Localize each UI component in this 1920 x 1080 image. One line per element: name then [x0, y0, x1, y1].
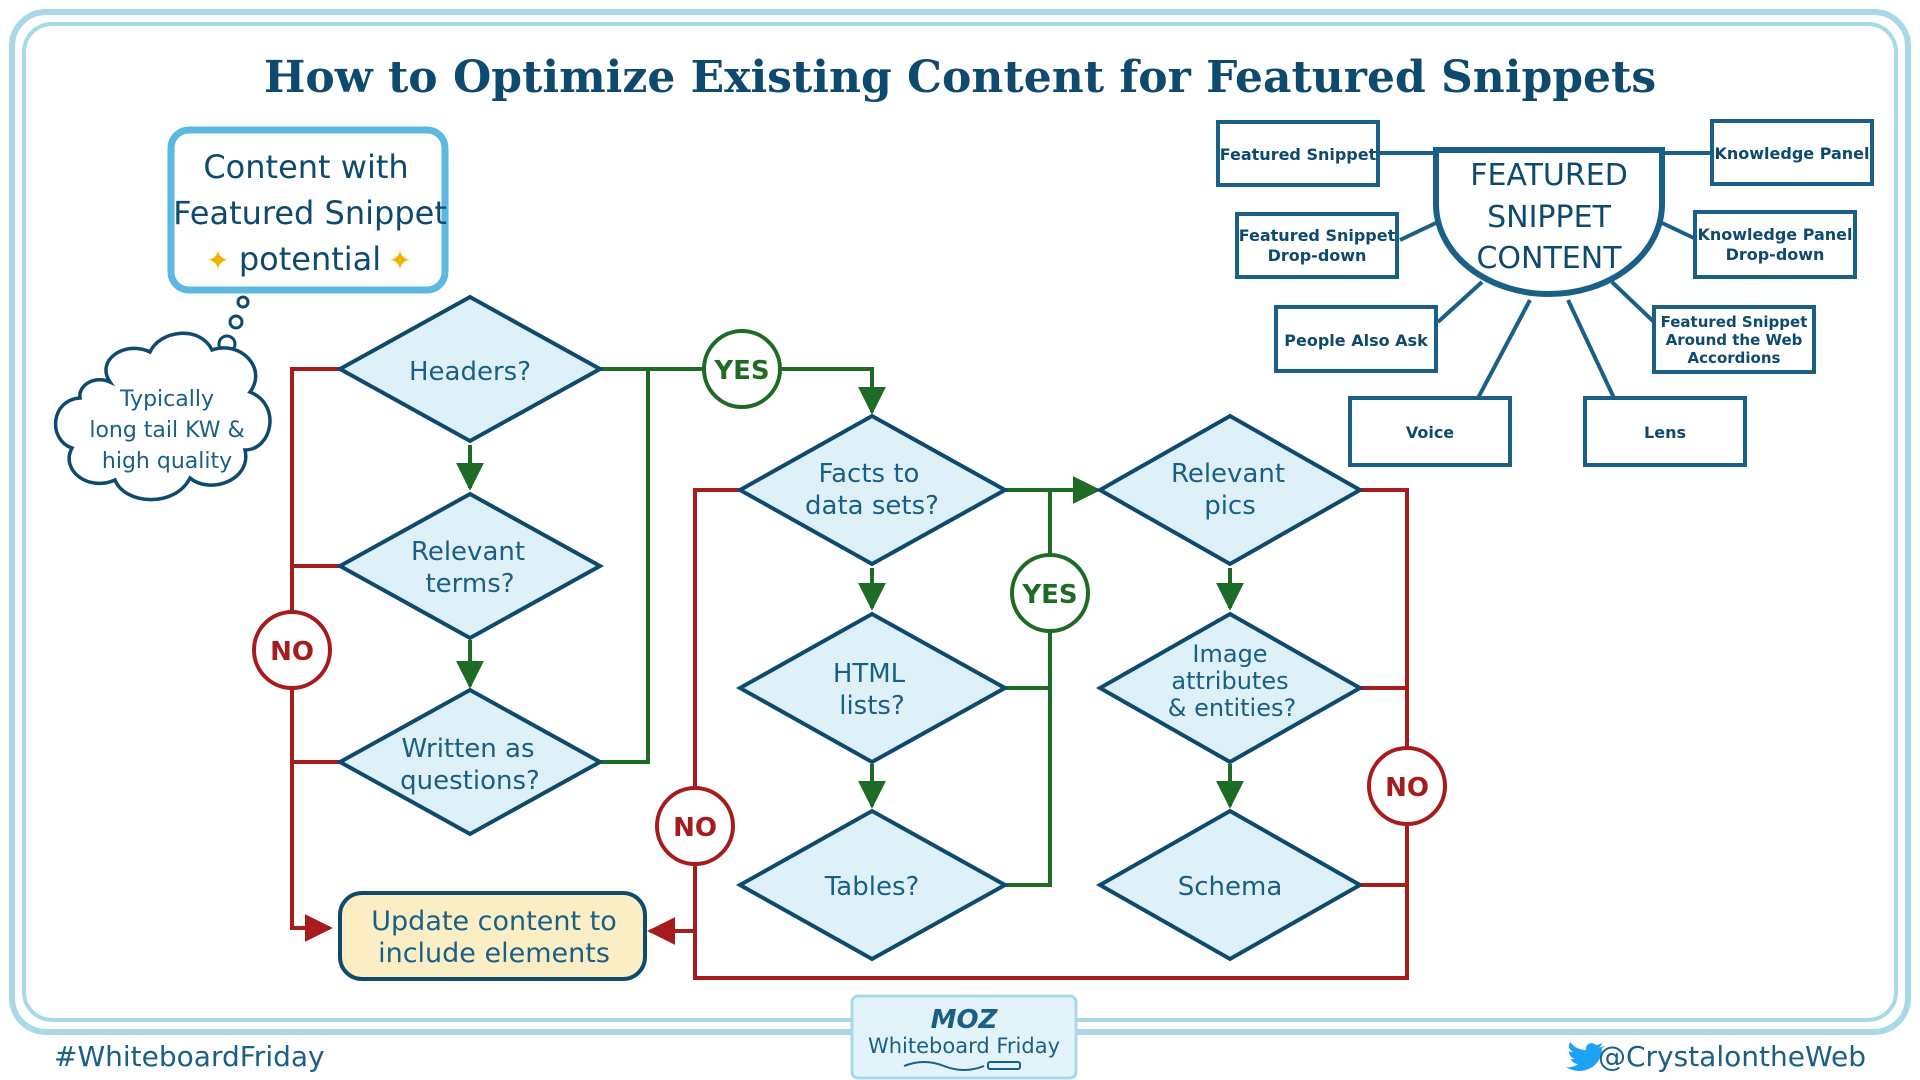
- sparkles-icon: ✦: [388, 245, 411, 276]
- svg-text:attributes: attributes: [1171, 667, 1288, 695]
- svg-text:Schema: Schema: [1178, 872, 1283, 902]
- hub-node-voice: Voice: [1348, 396, 1512, 467]
- diamond-facts-data-sets: Facts to data sets?: [735, 413, 1010, 567]
- hub-node-people-also-ask: People Also Ask: [1274, 305, 1438, 373]
- svg-text:Headers?: Headers?: [409, 357, 531, 387]
- svg-text:FEATURED: FEATURED: [1470, 158, 1628, 193]
- diamond-written-questions: Written as questions?: [335, 687, 605, 837]
- start-box: Content with Featured Snippet ✦ potentia…: [167, 126, 449, 294]
- svg-text:NO: NO: [1385, 773, 1429, 803]
- hub-node-featured-snippet: Featured Snippet: [1216, 120, 1380, 187]
- hub-node-kp-dropdown: Knowledge Panel Drop-down: [1693, 210, 1857, 279]
- hub-node-knowledge-panel: Knowledge Panel: [1710, 119, 1874, 186]
- thought-cloud: Typically long tail KW & high quality: [54, 295, 272, 502]
- svg-text:include elements: include elements: [378, 938, 610, 969]
- diamond-relevant-pics: Relevant pics: [1095, 413, 1365, 567]
- svg-text:Knowledge Panel: Knowledge Panel: [1714, 144, 1869, 163]
- svg-text:Facts to: Facts to: [819, 459, 920, 489]
- svg-text:Knowledge Panel: Knowledge Panel: [1697, 225, 1852, 244]
- sparkles-icon: ✦: [206, 245, 229, 276]
- twitter-bird-icon: [1566, 1042, 1605, 1071]
- svg-text:Featured Snippet: Featured Snippet: [173, 194, 447, 232]
- svg-text:questions?: questions?: [400, 766, 540, 796]
- svg-text:YES: YES: [713, 356, 769, 386]
- yes-badge-top: YES: [702, 329, 782, 409]
- svg-text:pics: pics: [1204, 491, 1256, 521]
- svg-text:Whiteboard Friday: Whiteboard Friday: [868, 1034, 1060, 1058]
- svg-text:MOZ: MOZ: [931, 1005, 999, 1035]
- svg-text:SNIPPET: SNIPPET: [1487, 200, 1611, 235]
- svg-text:NO: NO: [673, 813, 717, 843]
- svg-text:HTML: HTML: [833, 659, 906, 689]
- svg-text:Drop-down: Drop-down: [1268, 246, 1367, 265]
- svg-text:Featured Snippet: Featured Snippet: [1239, 226, 1396, 245]
- hub-node-fs-dropdown: Featured Snippet Drop-down: [1235, 212, 1399, 279]
- svg-text:Drop-down: Drop-down: [1726, 245, 1825, 264]
- svg-text:Featured Snippet: Featured Snippet: [1220, 145, 1377, 164]
- svg-text:Written as: Written as: [401, 734, 534, 764]
- moz-whiteboard-friday-logo: MOZ Whiteboard Friday: [850, 994, 1078, 1080]
- svg-text:Relevant: Relevant: [1171, 459, 1285, 489]
- svg-text:Content with: Content with: [203, 148, 408, 186]
- svg-text:@CrystalontheWeb: @CrystalontheWeb: [1598, 1040, 1866, 1073]
- hub-spokes: [1378, 151, 1712, 399]
- diamond-html-lists: HTML lists?: [735, 611, 1010, 765]
- svg-text:CONTENT: CONTENT: [1476, 241, 1622, 276]
- svg-text:Update content to: Update content to: [371, 906, 616, 937]
- svg-text:Accordions: Accordions: [1688, 349, 1781, 367]
- svg-text:Relevant: Relevant: [411, 537, 525, 567]
- diamond-relevant-terms: Relevant terms?: [335, 491, 605, 641]
- svg-text:Featured Snippet: Featured Snippet: [1661, 313, 1808, 331]
- svg-text:Tables?: Tables?: [824, 872, 920, 902]
- svg-text:Voice: Voice: [1406, 423, 1454, 442]
- hub-node-fs-around-web: Featured Snippet Around the Web Accordio…: [1652, 305, 1816, 374]
- svg-text:potential: potential: [239, 240, 381, 278]
- hashtag-label: #WhiteboardFriday: [54, 1040, 325, 1073]
- svg-text:data sets?: data sets?: [805, 491, 939, 521]
- yes-badge-middle: YES: [1010, 553, 1090, 633]
- svg-text:NO: NO: [270, 637, 314, 667]
- hub-center: FEATURED SNIPPET CONTENT: [1433, 147, 1665, 297]
- diamond-image-attributes: Image attributes & entities?: [1095, 611, 1365, 765]
- update-content-box: Update content to include elements: [338, 891, 647, 981]
- svg-text:Typically: Typically: [119, 387, 214, 412]
- svg-text:high quality: high quality: [102, 449, 232, 474]
- svg-text:People Also Ask: People Also Ask: [1284, 331, 1428, 350]
- svg-text:& entities?: & entities?: [1168, 694, 1296, 722]
- no-badge-right: NO: [1367, 746, 1447, 826]
- page-title: How to Optimize Existing Content for Fea…: [264, 52, 1656, 103]
- svg-text:Image: Image: [1192, 640, 1267, 668]
- hub-node-lens: Lens: [1583, 396, 1747, 467]
- no-badge-middle: NO: [655, 786, 735, 866]
- diamond-schema: Schema: [1095, 808, 1365, 962]
- svg-text:YES: YES: [1021, 580, 1077, 610]
- twitter-handle: @CrystalontheWeb: [1566, 1040, 1866, 1073]
- diamond-headers: Headers?: [335, 294, 605, 444]
- svg-text:long tail KW &: long tail KW &: [89, 418, 244, 443]
- diamond-tables: Tables?: [735, 808, 1010, 962]
- svg-text:Around the Web: Around the Web: [1666, 331, 1803, 349]
- svg-text:lists?: lists?: [839, 691, 905, 721]
- no-badge-left: NO: [252, 610, 332, 690]
- svg-text:Lens: Lens: [1644, 423, 1686, 442]
- svg-text:terms?: terms?: [425, 569, 514, 599]
